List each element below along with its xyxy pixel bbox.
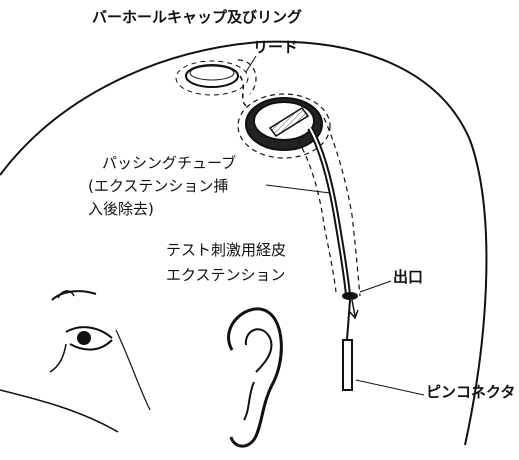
cheek-line — [116, 330, 150, 410]
lead-path-between-caps — [240, 76, 246, 106]
label-lead: リード — [253, 38, 298, 58]
label-passing-tube-line2: (エクステンション挿 — [88, 175, 236, 198]
leader-exit — [360, 281, 391, 292]
extension-cable — [347, 300, 350, 340]
label-test-stim-extension: テスト刺激用経皮 エクステンション — [166, 238, 286, 288]
eye — [50, 291, 112, 372]
label-burr-hole-cap: バーホールキャップ及びリング — [92, 8, 302, 28]
label-pin-connector: ピンコネクタ — [426, 383, 515, 403]
leader-passing-tube — [266, 185, 330, 193]
label-passing-tube-line3: 入後除去) — [88, 198, 236, 221]
label-exit: 出口 — [393, 268, 423, 288]
pin-connector — [343, 340, 352, 390]
jaw-line — [0, 390, 118, 432]
ear — [229, 309, 282, 446]
label-passing-tube-line1: パッシングチューブ — [88, 152, 236, 175]
label-test-stim-line2: エクステンション — [166, 263, 286, 288]
label-test-stim-line1: テスト刺激用経皮 — [166, 238, 286, 263]
leader-pin-connector — [356, 380, 424, 395]
label-passing-tube: パッシングチューブ (エクステンション挿 入後除去) — [88, 152, 236, 221]
burr-hole-cap-left — [176, 61, 248, 95]
